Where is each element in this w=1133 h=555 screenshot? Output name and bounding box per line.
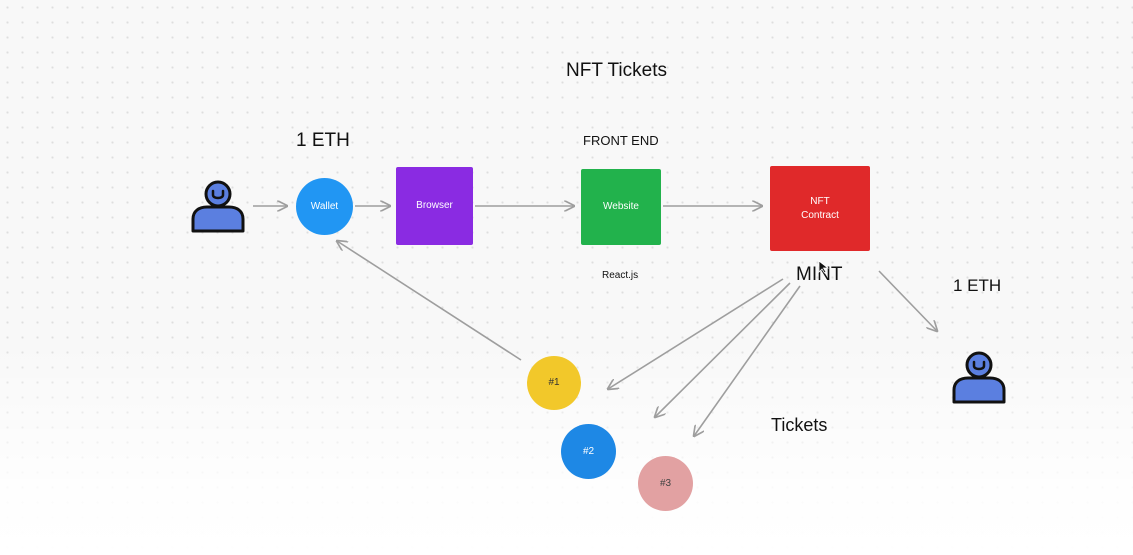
person-icon[interactable] [190,178,246,234]
wallet-label: Wallet [310,200,339,212]
website-label: Website [603,201,639,212]
contract-label-line2: Contract [801,209,839,221]
ticket-3-node[interactable]: #3 [638,456,693,511]
framework-label: React.js [602,270,639,281]
person-icon[interactable] [951,349,1007,405]
arrow-mint-to-ticket3 [694,285,801,436]
browser-label: Browser [416,200,453,211]
ticket-2-label: #2 [582,445,595,457]
tickets-label: Tickets [771,415,828,435]
browser-node[interactable]: Browser [396,167,473,245]
wallet-node[interactable]: Wallet [296,178,353,235]
mouse-pointer-icon [818,260,830,274]
front-end-label: FRONT END [583,133,659,148]
price-label-right: 1 ETH [953,276,1002,295]
price-label-top: 1 ETH [296,130,350,151]
ticket-1-label: #1 [548,377,560,388]
ticket-1-node[interactable]: #1 [527,356,581,410]
nft-contract-node[interactable]: NFT Contract [770,166,870,251]
arrow-contract-to-seller [878,270,937,331]
arrow-mint-to-ticket1 [608,278,784,389]
ticket-3-label: #3 [659,477,672,489]
mint-label: MINT [796,264,843,285]
ticket-2-node[interactable]: #2 [561,424,616,479]
arrow-ticket-to-wallet [337,241,522,361]
contract-label-line1: NFT [810,195,830,207]
website-node[interactable]: Website [581,169,661,245]
diagram-title: NFT Tickets [566,60,667,81]
arrow-mint-to-ticket2 [655,282,791,417]
